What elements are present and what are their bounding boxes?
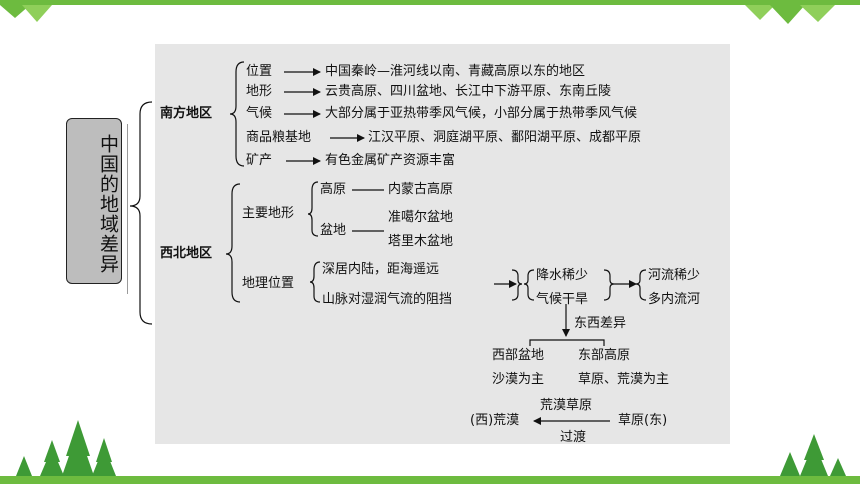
top-decor-bar xyxy=(0,0,860,5)
plateau-key: 高原 xyxy=(320,182,347,197)
south-value-location: 中国秦岭—淮河线以南、青藏高原以东的地区 xyxy=(325,64,586,79)
transition-top: 荒漠草原 xyxy=(540,398,593,413)
west-desc: 沙漠为主 xyxy=(492,372,545,387)
south-value-climate: 大部分属于亚热带季风气候，小部分属于热带季风气候 xyxy=(325,106,638,121)
plateau-value: 内蒙古高原 xyxy=(388,182,454,197)
geo-label: 地理位置 xyxy=(242,276,295,291)
bottom-decor-bar xyxy=(0,476,860,484)
south-value-minerals: 有色金属矿产资源丰富 xyxy=(325,153,456,168)
rivers-inland: 多内流河 xyxy=(648,292,701,307)
east-west-label: 东西差异 xyxy=(574,316,627,331)
northwest-label: 西北地区 xyxy=(160,246,213,261)
top-triangle-decor xyxy=(0,5,835,24)
south-key-terrain: 地形 xyxy=(246,84,273,99)
rivers-few: 河流稀少 xyxy=(648,268,701,283)
climate-little-rain: 降水稀少 xyxy=(536,268,589,283)
transition-bottom: 过渡 xyxy=(560,430,587,445)
south-brace xyxy=(229,61,245,167)
title-box-shadow xyxy=(124,124,128,294)
basin-junggar: 准噶尔盆地 xyxy=(388,210,454,225)
diagram-title: 中国的地域差异 xyxy=(97,134,119,274)
east-title: 东部高原 xyxy=(578,348,631,363)
cause-mountains: 山脉对湿润气流的阻挡 xyxy=(322,292,453,307)
transition-left: (西)荒漠 xyxy=(470,413,520,428)
content-panel xyxy=(155,44,730,444)
south-key-climate: 气候 xyxy=(246,106,273,121)
climate-arid: 气候干旱 xyxy=(536,292,589,307)
west-title: 西部盆地 xyxy=(492,348,545,363)
terrain-brace xyxy=(307,181,319,237)
basin-tarim: 塔里木盆地 xyxy=(388,234,454,249)
south-key-minerals: 矿产 xyxy=(246,153,273,168)
terrain-label: 主要地形 xyxy=(242,206,295,221)
south-value-terrain: 云贵高原、四川盆地、长江中下游平原、东南丘陵 xyxy=(325,84,612,99)
south-label: 南方地区 xyxy=(160,106,213,121)
south-value-grain: 江汉平原、洞庭湖平原、鄱阳湖平原、成都平原 xyxy=(368,130,642,145)
south-key-location: 位置 xyxy=(246,64,273,79)
causes-brace xyxy=(511,269,523,301)
northwest-brace xyxy=(225,183,241,303)
south-key-grain: 商品粮基地 xyxy=(246,130,312,145)
geo-brace xyxy=(309,261,321,303)
cause-inland: 深居内陆，距海遥远 xyxy=(322,262,440,277)
title-box: 中国的地域差异 xyxy=(66,118,122,284)
basin-key: 盆地 xyxy=(320,223,347,238)
east-desc: 草原、荒漠为主 xyxy=(578,372,670,387)
climate-brace xyxy=(523,269,535,301)
transition-right: 草原(东) xyxy=(618,413,668,428)
main-brace xyxy=(129,101,153,325)
